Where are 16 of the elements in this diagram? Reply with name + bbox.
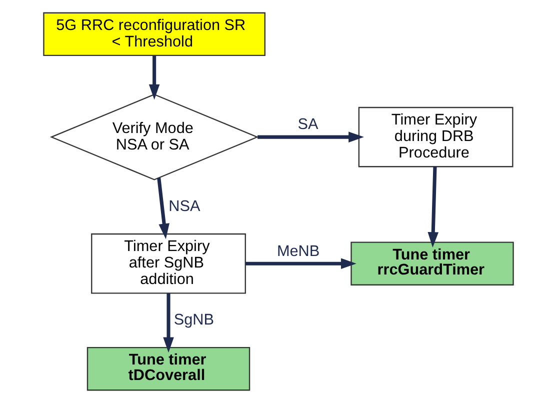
edge-label: MeNB — [276, 242, 320, 260]
node-box: Timer Expiry after SgNB addition — [91, 233, 246, 294]
arrow — [163, 293, 174, 353]
edge-label: NSA — [168, 198, 200, 215]
arrow — [148, 56, 160, 100]
node-box: 5G RRC reconfiguration SR < Threshold — [43, 12, 266, 56]
arrow — [157, 178, 170, 240]
arrow — [258, 132, 364, 142]
arrow — [246, 258, 356, 269]
edge-label: SgNB — [174, 311, 214, 328]
arrow — [428, 166, 439, 248]
node-box: Tune timer tDCoverall — [86, 346, 250, 391]
node-box: Tune timer rrcGuardTimer — [350, 242, 514, 286]
node-box: Timer Expiry during DRB Procedure — [358, 106, 514, 168]
node-diamond: Verify Mode NSA or SA — [50, 94, 259, 180]
edge-label: SA — [298, 116, 318, 134]
